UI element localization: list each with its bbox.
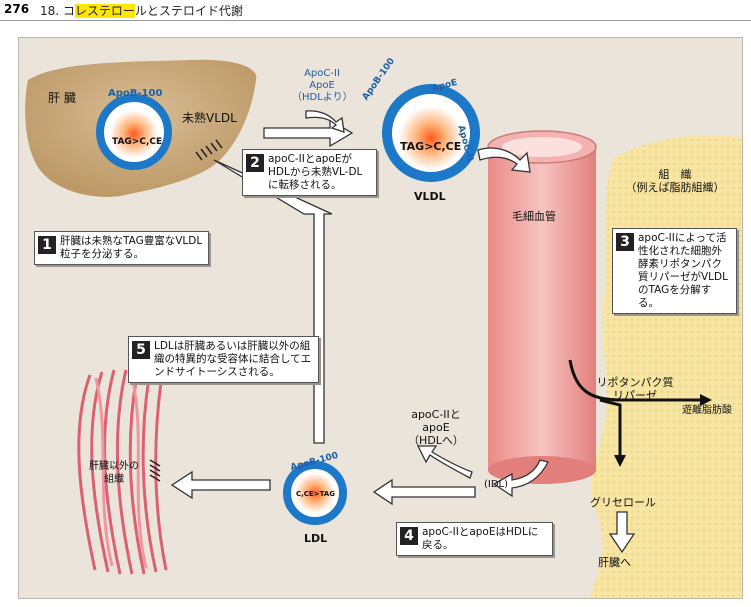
arrow-idl-to-ldl bbox=[372, 478, 476, 506]
ldl-name: LDL bbox=[304, 532, 328, 545]
vldl-name: VLDL bbox=[414, 190, 446, 203]
lipase-label: リポタンパク質 リパーゼ bbox=[580, 376, 690, 402]
step-4-box: 4 apoC-IIとapoEはHDLに戻る。 bbox=[396, 522, 553, 556]
nascent-particle-core: TAG>C,CE bbox=[112, 137, 163, 147]
step-4-number: 4 bbox=[400, 527, 418, 545]
chapter-suffix: ルとステロイド代謝 bbox=[134, 4, 243, 18]
step-2-number: 2 bbox=[246, 154, 264, 172]
apoc-transfer-label: ApoC-II ApoE （HDLより） bbox=[292, 68, 353, 104]
lipase-arrows bbox=[568, 359, 712, 467]
step-3-number: 3 bbox=[616, 233, 634, 251]
vldl-core-label: TAG>C,CE bbox=[400, 140, 462, 153]
ldl-core-label: C,CE>TAG bbox=[296, 490, 335, 498]
chapter-title: 18. コレステロールとステロイド代謝 bbox=[40, 2, 243, 19]
chapter-prefix: 18. コ bbox=[40, 4, 75, 18]
arrow-capillary-to-idl bbox=[492, 459, 549, 498]
muscle-receptors bbox=[149, 459, 161, 482]
apoc-transfer-line2: ApoE bbox=[309, 80, 335, 91]
tissue-line2: （例えば脂肪組織） bbox=[625, 181, 725, 194]
tissue-label: 組 織 （例えば脂肪組織） bbox=[620, 168, 730, 194]
step-2-text: apoC-IIとapoEがHDLから未熟VL-DLに転移される。 bbox=[268, 153, 363, 191]
glycerol-label: グリセロール bbox=[590, 496, 656, 509]
arrow-vldl-to-capillary bbox=[477, 147, 531, 173]
chapter-highlight: レステロー bbox=[74, 4, 135, 18]
step-1-text: 肝臓は未熟なTAG豊富なVLDL粒子を分泌する。 bbox=[60, 235, 203, 260]
step-1-box: 1 肝臓は未熟なTAG豊富なVLDL粒子を分泌する。 bbox=[34, 231, 209, 265]
step-5-number: 5 bbox=[132, 341, 150, 359]
header-rule bbox=[0, 20, 751, 21]
nascent-particle-apo: ApoB-100 bbox=[108, 88, 163, 99]
apo-return-line3: （HDLへ） bbox=[408, 434, 464, 447]
capillary-label: 毛細血管 bbox=[512, 210, 556, 223]
muscle-fibers bbox=[77, 369, 168, 575]
ffa-label: 遊離脂肪酸 bbox=[682, 405, 732, 416]
apo-return-line2: apoE bbox=[422, 421, 450, 434]
liver-receptors bbox=[195, 139, 223, 161]
to-liver-label: 肝臓へ bbox=[598, 556, 631, 569]
apo-return-label: apoC-IIと apoE （HDLへ） bbox=[400, 408, 472, 447]
idl-label: (IDL) bbox=[484, 479, 509, 490]
extrahepatic-line1: 肝臓以外の bbox=[89, 461, 139, 472]
apoc-transfer-line3: （HDLより） bbox=[292, 92, 353, 103]
lipase-line2: リパーゼ bbox=[613, 389, 657, 402]
arrow-apoc-out bbox=[416, 445, 473, 479]
step-3-box: 3 apoC-IIによって活性化された細胞外酵素リポタンパク質リパーゼがVLDL… bbox=[612, 228, 737, 314]
liver-label: 肝 臓 bbox=[48, 91, 76, 105]
nascent-vldl-label: 未熟VLDL bbox=[182, 111, 237, 125]
step-1-number: 1 bbox=[38, 236, 56, 254]
step-4-text: apoC-IIとapoEはHDLに戻る。 bbox=[422, 526, 539, 551]
arrow-liver-to-vldl bbox=[263, 118, 354, 148]
lipase-line1: リポタンパク質 bbox=[596, 376, 674, 389]
adipose-tissue-texture bbox=[590, 135, 741, 597]
page-header: 276 18. コレステロールとステロイド代謝 bbox=[0, 0, 751, 22]
apo-return-line1: apoC-IIと bbox=[411, 408, 461, 421]
step-2-box: 2 apoC-IIとapoEがHDLから未熟VL-DLに転移される。 bbox=[242, 149, 377, 196]
tissue-line1: 組 織 bbox=[658, 168, 692, 181]
extrahepatic-line2: 組織 bbox=[104, 474, 124, 485]
extrahepatic-tissue-label: 肝臓以外の 組織 bbox=[74, 460, 154, 486]
apoc-transfer-line1: ApoC-II bbox=[304, 68, 340, 79]
step-5-text: LDLは肝臓あるいは肝臓以外の組織の特異的な受容体に結合してエンドサイトーシスさ… bbox=[154, 340, 312, 378]
page-number: 276 bbox=[4, 2, 30, 16]
step-3-text: apoC-IIによって活性化された細胞外酵素リポタンパク質リパーゼがVLDLのT… bbox=[638, 232, 728, 309]
arrow-glycerol-to-liver bbox=[608, 511, 636, 554]
capillary-body bbox=[488, 145, 596, 470]
arrow-apoc-in bbox=[305, 110, 345, 133]
step-5-box: 5 LDLは肝臓あるいは肝臓以外の組織の特異的な受容体に結合してエンドサイトーシ… bbox=[128, 336, 319, 383]
arrow-ldl-to-tissue bbox=[170, 470, 271, 500]
